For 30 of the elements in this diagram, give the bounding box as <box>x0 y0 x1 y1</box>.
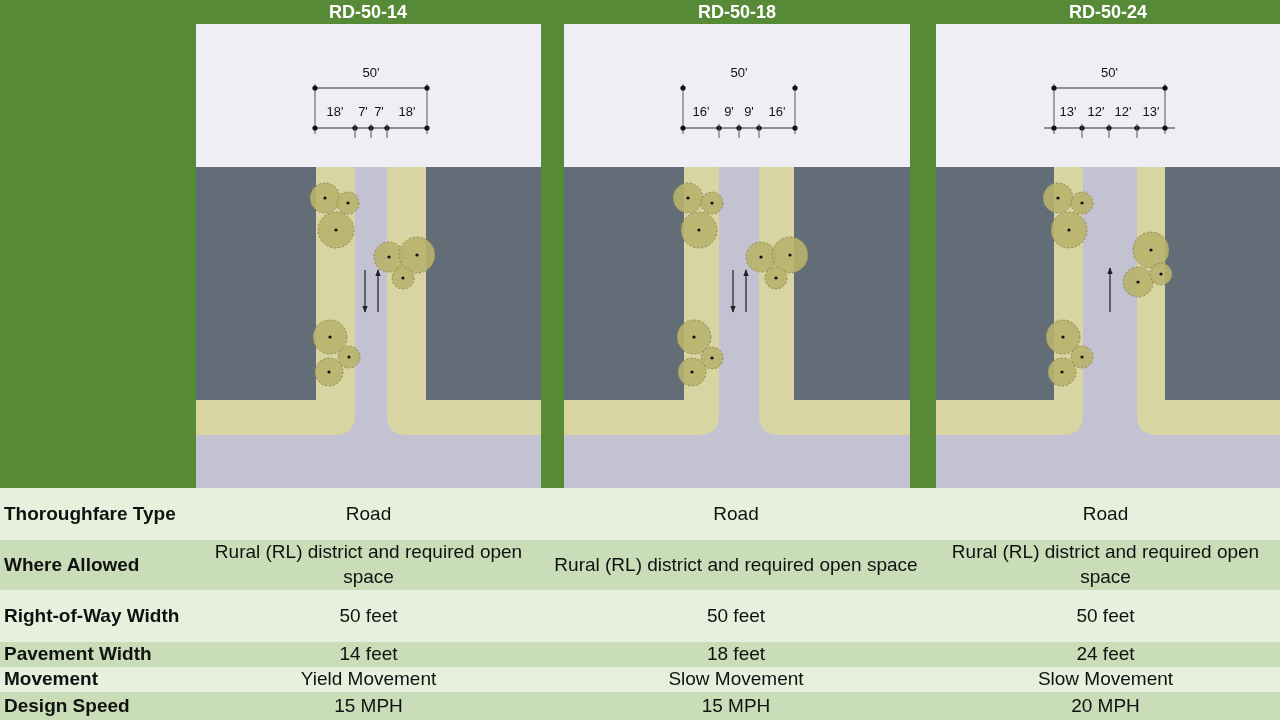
dimension-label: 50' <box>361 63 381 81</box>
row-header: Where Allowed <box>0 540 196 590</box>
dimension-label: 12' <box>1086 102 1106 120</box>
column-heading: RD-50-24 <box>1068 0 1148 24</box>
dimension-label: 50' <box>1100 63 1119 81</box>
row-header: Pavement Width <box>0 642 196 667</box>
table-cell: 24 feet <box>931 642 1280 667</box>
dimension-label: 7' <box>373 102 385 120</box>
table-cell: 15 MPH <box>541 692 931 720</box>
dimension-label: 18' <box>325 102 345 120</box>
dimension-label: 12' <box>1113 102 1133 120</box>
dimension-label: 7' <box>357 102 369 120</box>
table-cell: 14 feet <box>196 642 541 667</box>
table-cell: 18 feet <box>541 642 931 667</box>
table-cell: Rural (RL) district and required open space <box>541 540 931 590</box>
column-heading: RD-50-14 <box>328 0 408 24</box>
dimension-label: 9' <box>743 102 755 120</box>
row-header: Design Speed <box>0 692 196 720</box>
table-cell: 20 MPH <box>931 692 1280 720</box>
dimension-label: 9' <box>723 102 735 120</box>
dimension-label: 16' <box>691 102 711 120</box>
dimension-label: 13' <box>1058 102 1078 120</box>
table-cell: Rural (RL) district and required open space <box>931 540 1280 590</box>
dimension-label: 50' <box>729 63 749 81</box>
table-cell: 15 MPH <box>196 692 541 720</box>
dimension-label: 13' <box>1141 102 1161 120</box>
column-heading: RD-50-18 <box>697 0 777 24</box>
dimension-label: 18' <box>397 102 417 120</box>
table-cell: Rural (RL) district and required open space <box>196 540 541 590</box>
dimension-label: 16' <box>767 102 787 120</box>
